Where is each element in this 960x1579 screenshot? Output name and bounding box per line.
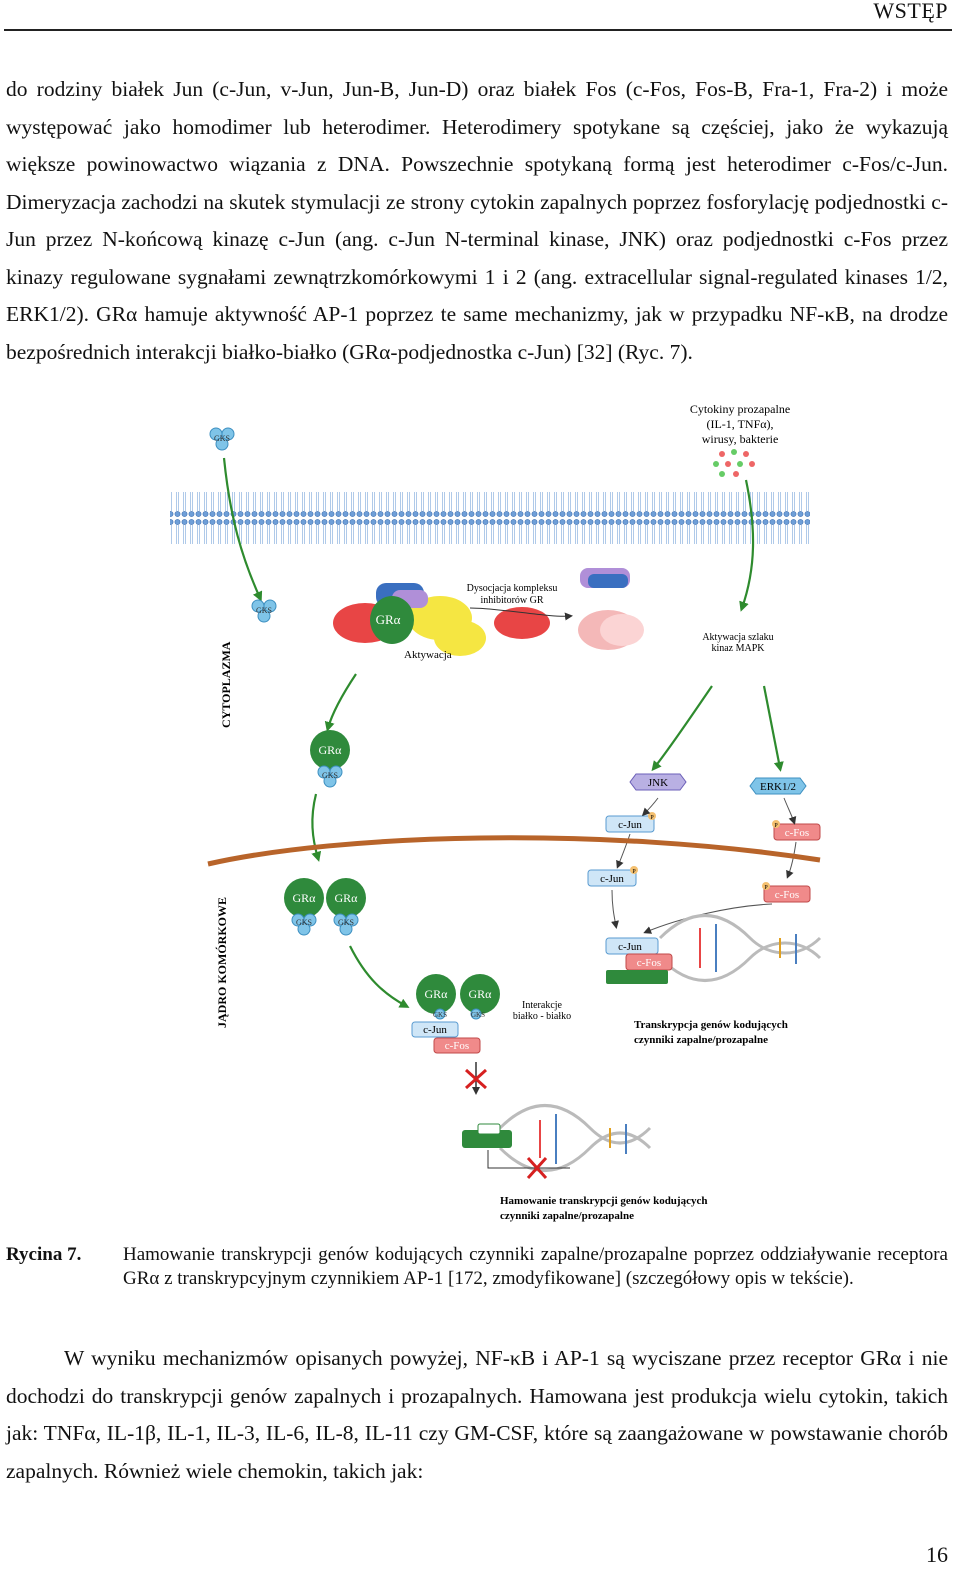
- mapk-label-line1: Aktywacja szlaku: [702, 632, 773, 643]
- dissociated-inhibitors: [494, 568, 644, 650]
- block-x-upper: [464, 1068, 488, 1090]
- svg-text:c-Jun: c-Jun: [423, 1024, 447, 1036]
- svg-text:GRα: GRα: [425, 987, 449, 1001]
- arrow-gks-entry: [222, 457, 263, 602]
- arrow-mapk-jnk: [651, 685, 713, 772]
- inhibition-label-line1: Hamowanie transkrypcji genów kodujących: [500, 1195, 707, 1207]
- jnk-kinase: JNK: [629, 773, 687, 791]
- transcription-label-line1: Transkrypcja genów kodujących: [634, 1019, 788, 1031]
- svg-text:GRα: GRα: [335, 891, 359, 905]
- cytokines-label-line1: Cytokiny prozapalne: [690, 402, 790, 416]
- svg-text:c-Fos: c-Fos: [637, 957, 661, 969]
- paragraph-2: W wyniku mechanizmów opisanych powyżej, …: [6, 1346, 948, 1483]
- svg-text:P: P: [764, 885, 768, 891]
- block-x-lower: [526, 1156, 548, 1180]
- gks-cytoplasm: GKS: [251, 599, 277, 623]
- inhibited-dna: [462, 1104, 652, 1172]
- cytokine-particles: [713, 449, 755, 477]
- svg-text:P: P: [650, 815, 654, 821]
- caption-label: Rycina 7.: [6, 1244, 82, 1265]
- svg-text:GRα: GRα: [319, 743, 343, 757]
- svg-text:JNK: JNK: [648, 777, 668, 789]
- inhibition-label-line2: czynniki zapalne/prozapalne: [500, 1210, 634, 1222]
- svg-text:c-Fos: c-Fos: [785, 827, 809, 839]
- arrow-to-nucleus: [311, 793, 322, 862]
- header-rule: [4, 29, 952, 31]
- cell-membrane: [170, 492, 810, 552]
- activation-label: Aktywacja: [404, 649, 452, 661]
- svg-text:GKS: GKS: [338, 918, 354, 927]
- svg-text:GKS: GKS: [296, 918, 312, 927]
- page-header: WSTĘP: [0, 0, 960, 32]
- mapk-label-line2: kinaz MAPK: [711, 643, 765, 654]
- arrow-cytokine-entry: [739, 479, 755, 612]
- cytoplasm-label: CYTOPLAZMA: [219, 641, 233, 728]
- svg-text:GKS: GKS: [433, 1011, 447, 1019]
- arrow-to-gra-gks: [324, 673, 357, 732]
- figure-diagram: GKS Cytokiny prozapalne (IL-1, TNFα), wi…: [160, 398, 840, 1228]
- svg-text:GRα: GRα: [293, 891, 317, 905]
- gks-label: GKS: [214, 434, 230, 443]
- arrow-to-interaction: [349, 945, 410, 1008]
- arrow-dissociation: [469, 607, 573, 621]
- svg-text:P: P: [774, 823, 778, 829]
- gks-ligand-top: GKS: [209, 427, 235, 451]
- nuclear-membrane: [207, 835, 821, 867]
- svg-text:ERK1/2: ERK1/2: [760, 781, 796, 793]
- header-title: WSTĘP: [873, 0, 948, 23]
- caption-text: Hamowanie transkrypcji genów kodujących …: [123, 1244, 948, 1289]
- nucleus-label: JĄDRO KOMÓRKOWE: [215, 897, 229, 1028]
- cytokines-label-line3: wirusy, bakterie: [702, 432, 779, 446]
- svg-text:c-Jun: c-Jun: [600, 873, 624, 885]
- diagram-svg: GKS Cytokiny prozapalne (IL-1, TNFα), wi…: [170, 402, 822, 1222]
- svg-text:c-Fos: c-Fos: [775, 889, 799, 901]
- svg-text:GRα: GRα: [469, 987, 493, 1001]
- page-number: 16: [926, 1542, 948, 1567]
- dissociation-label-line1: Dysocjacja kompleksu: [467, 583, 558, 594]
- svg-text:c-Fos: c-Fos: [445, 1040, 469, 1052]
- gra-label-complex: GRα: [376, 612, 401, 627]
- gra-ap1-interaction: GRα GRα GKS GKS c-Jun c-Fos: [411, 974, 500, 1054]
- svg-text:GKS: GKS: [322, 771, 338, 780]
- cfos-nucleus: c-Fos P: [762, 882, 811, 903]
- dissociation-label-line2: inhibitorów GR: [480, 595, 543, 606]
- svg-text:c-Jun: c-Jun: [618, 819, 642, 831]
- arrow-mapk-erk: [762, 685, 784, 772]
- cjun-nucleus: c-Jun P: [587, 866, 638, 887]
- interactions-label-line1: Interakcje: [522, 1000, 563, 1011]
- svg-text:GKS: GKS: [256, 606, 272, 615]
- transcription-label-line2: czynniki zapalne/prozapalne: [634, 1034, 768, 1046]
- gr-inhibitor-complex: GRα: [333, 583, 486, 656]
- cfos-phospho-cyto: c-Fos P: [772, 820, 821, 841]
- gra-gks-cytoplasm: GRα GKS: [310, 730, 350, 788]
- cytokines-label-line2: (IL-1, TNFα),: [706, 417, 773, 431]
- gra-dimer-nucleus: GRα GRα GKS GKS: [284, 878, 366, 936]
- svg-text:c-Jun: c-Jun: [618, 941, 642, 953]
- svg-text:GKS: GKS: [471, 1011, 485, 1019]
- interactions-label-line2: białko - białko: [513, 1011, 571, 1022]
- ap1-on-dna: c-Jun c-Fos: [605, 914, 822, 984]
- paragraph-1: do rodziny białek Jun (c-Jun, v-Jun, Jun…: [6, 77, 948, 364]
- erk-kinase: ERK1/2: [749, 777, 807, 795]
- svg-text:P: P: [632, 869, 636, 875]
- cjun-phospho-cyto: c-Jun P: [605, 812, 656, 833]
